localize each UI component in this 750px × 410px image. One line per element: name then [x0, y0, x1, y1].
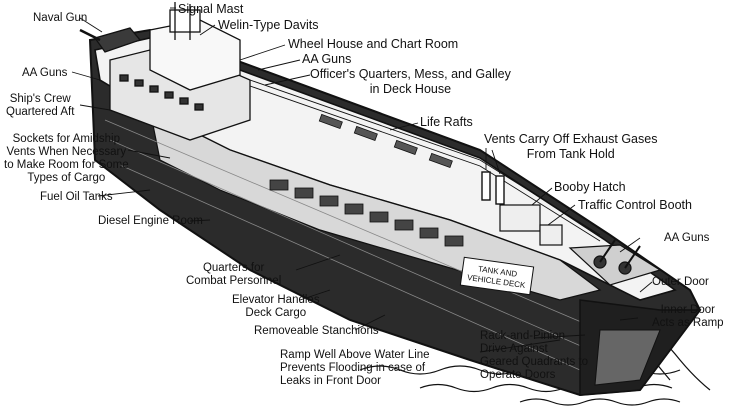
label-quarters-combat-line-1: Quarters for [202, 262, 265, 274]
label-elevator-handles-line-1: Elevator Handles [232, 294, 320, 306]
label-inner-door-line-1: Inner Door [660, 304, 715, 316]
label-life-rafts: Life Rafts [420, 115, 473, 129]
label-sockets-line-4: Types of Cargo [27, 172, 106, 184]
label-fuel-oil-tanks: Fuel Oil Tanks [40, 191, 113, 203]
label-traffic-control-booth: Traffic Control Booth [578, 198, 692, 212]
label-ships-crew-line-2: Quartered Aft [6, 106, 75, 118]
life-rafts [318, 113, 453, 169]
label-aa-guns-right: AA Guns [664, 232, 710, 244]
label-rack-and-pinion-line-3: Geared Quadrants to [480, 356, 589, 368]
label-ships-crew: Ship's Crew Quartered Aft [6, 93, 74, 119]
label-vents-line-2: From Tank Hold [526, 147, 615, 161]
label-outer-door: Outer Door [652, 276, 709, 288]
label-removeable-stanchions: Removeable Stanchions [254, 325, 379, 337]
label-inner-door-line-2: Acts as Ramp [652, 317, 724, 329]
label-rack-and-pinion: Rack-and-Pinion Drive Against Geared Qua… [480, 330, 588, 382]
label-aa-guns-left: AA Guns [22, 67, 68, 79]
label-sockets-line-3: to Make Room for Some [4, 159, 129, 171]
label-officers-quarters-line-2: in Deck House [369, 82, 452, 96]
label-sockets-line-2: Vents When Necessary [6, 146, 127, 158]
hull-lettering: TANK AND VEHICLE DECK [459, 256, 535, 296]
deck-house [109, 2, 251, 141]
naval-gun [79, 27, 142, 53]
label-naval-gun: Naval Gun [33, 12, 88, 24]
label-vents: Vents Carry Off Exhaust Gases From Tank … [484, 132, 657, 162]
label-rack-and-pinion-line-1: Rack-and-Pinion [480, 330, 566, 342]
label-aa-guns-top: AA Guns [302, 52, 352, 66]
label-booby-hatch: Booby Hatch [554, 180, 626, 194]
label-ramp-well: Ramp Well Above Water Line Prevents Floo… [280, 349, 430, 388]
label-ramp-well-line-1: Ramp Well Above Water Line [280, 349, 430, 361]
label-elevator-handles: Elevator Handles Deck Cargo [232, 294, 320, 320]
label-diesel-engine-room: Diesel Engine Room [98, 215, 203, 227]
label-rack-and-pinion-line-4: Operate Doors [480, 369, 556, 381]
traffic-control-booth [499, 204, 563, 246]
tank-hold-vents [481, 171, 505, 205]
label-rack-and-pinion-line-2: Drive Against [480, 343, 548, 355]
label-inner-door: Inner Door Acts as Ramp [652, 304, 724, 330]
label-ramp-well-line-3: Leaks in Front Door [280, 375, 381, 387]
forward-aa-guns [568, 239, 662, 286]
label-elevator-handles-line-2: Deck Cargo [245, 307, 307, 319]
leader-lines [71, 7, 653, 353]
label-ramp-well-line-2: Prevents Flooding in case of [280, 362, 426, 374]
label-vents-line-1: Vents Carry Off Exhaust Gases [484, 132, 658, 146]
label-wheel-house: Wheel House and Chart Room [288, 37, 459, 51]
label-officers-quarters: Officer's Quarters, Mess, and Galley in … [310, 67, 511, 97]
label-quarters-combat-line-2: Combat Personnel [186, 275, 282, 287]
label-quarters-combat: Quarters for Combat Personnel [186, 262, 281, 288]
hold-vehicles [269, 179, 464, 247]
label-sockets: Sockets for Amidship Vents When Necessar… [4, 133, 129, 185]
label-officers-quarters-line-1: Officer's Quarters, Mess, and Galley [310, 67, 511, 81]
label-sockets-line-1: Sockets for Amidship [12, 133, 121, 145]
label-signal-mast: Signal Mast [178, 2, 244, 16]
label-ships-crew-line-1: Ship's Crew [9, 93, 71, 105]
label-welin-davits: Welin-Type Davits [218, 18, 319, 32]
